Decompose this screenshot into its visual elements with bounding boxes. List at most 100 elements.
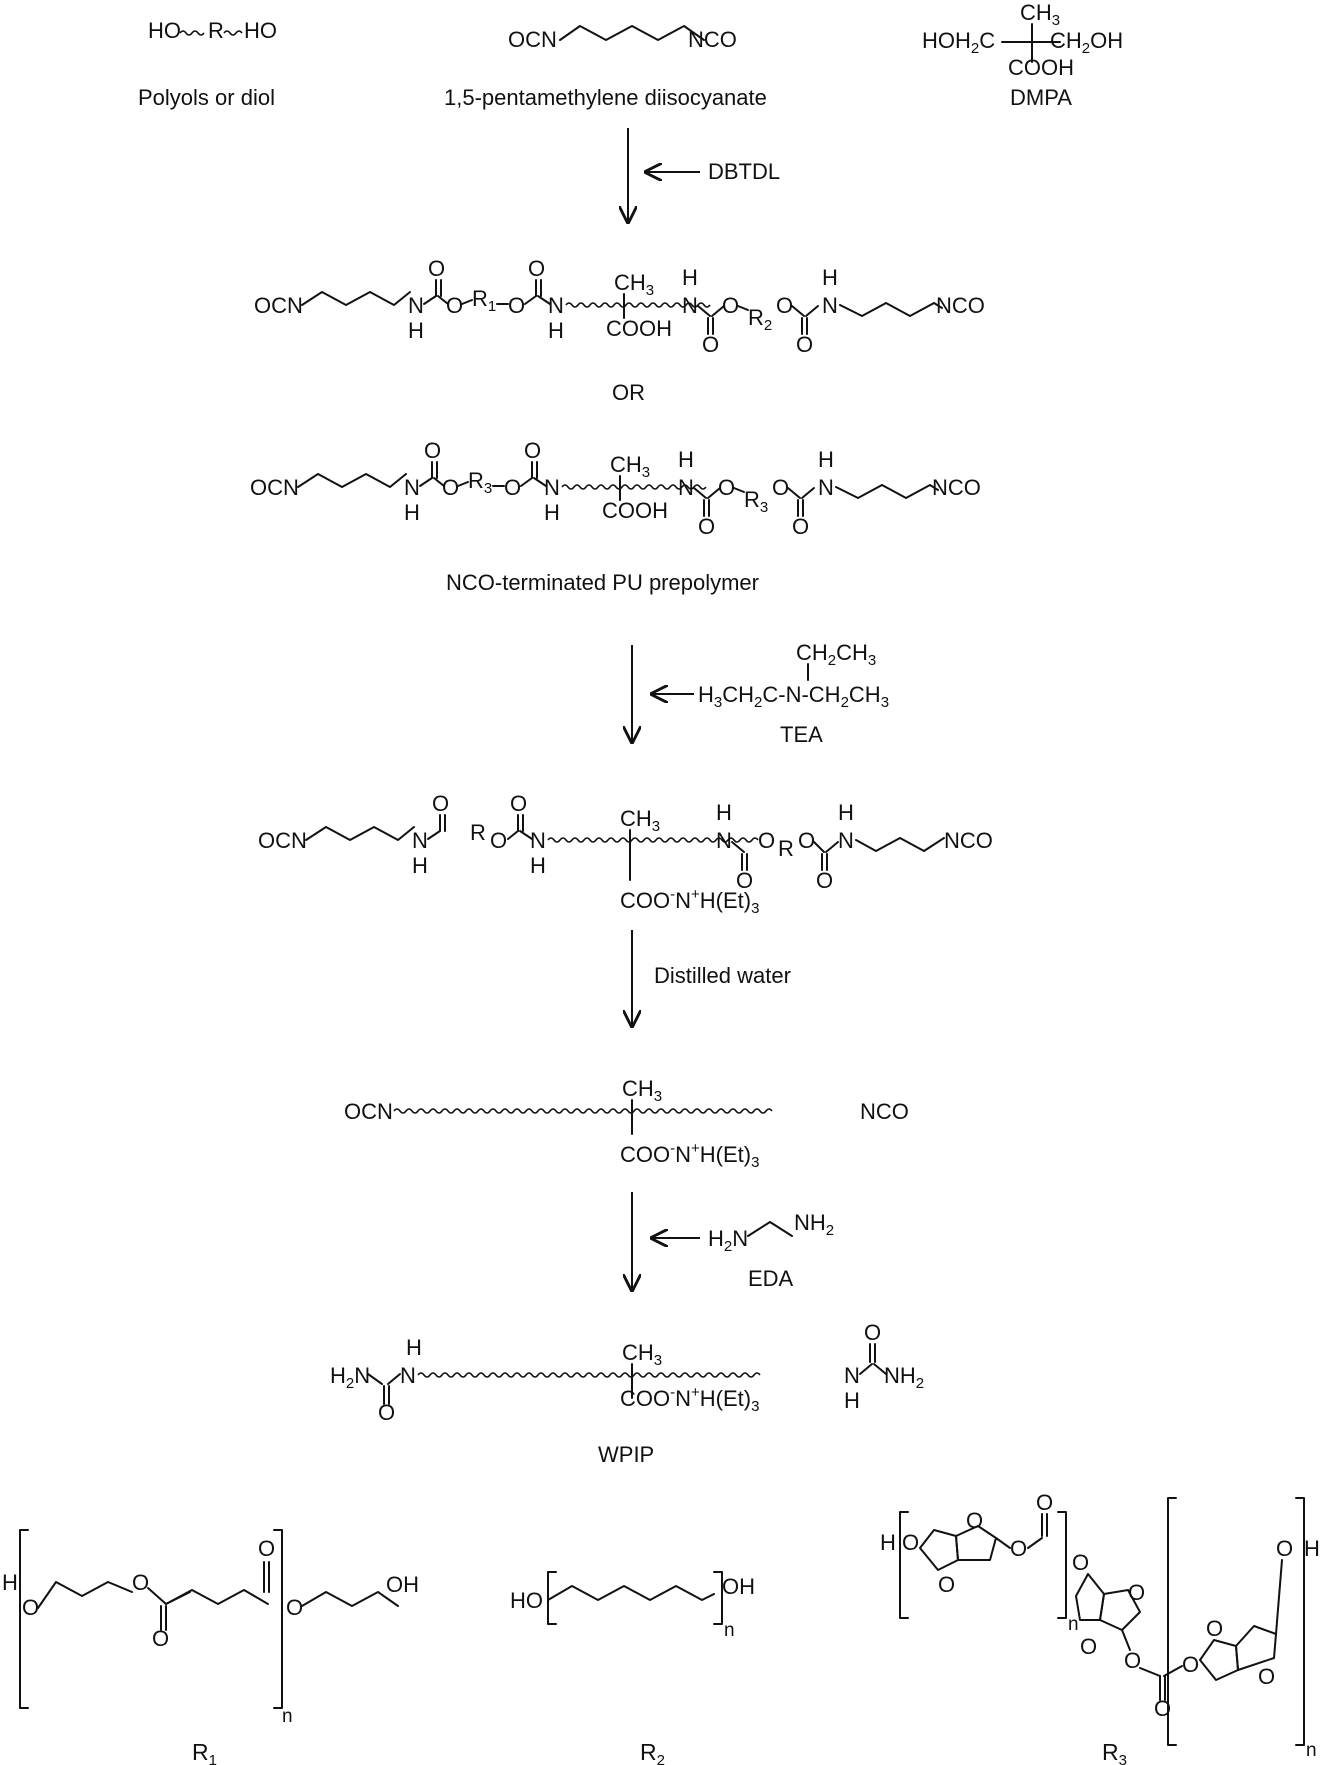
step4-arrow: H2N NH2 EDA bbox=[632, 1192, 834, 1291]
svg-text:H: H bbox=[544, 500, 560, 525]
svg-text:O: O bbox=[736, 868, 753, 893]
svg-text:H: H bbox=[838, 800, 854, 825]
svg-text:COOH: COOH bbox=[606, 316, 672, 341]
svg-text:COOH: COOH bbox=[602, 498, 668, 523]
svg-text:O: O bbox=[378, 1400, 395, 1425]
svg-text:H2N: H2N bbox=[330, 1363, 370, 1392]
svg-text:O: O bbox=[504, 475, 521, 500]
water-label: Distilled water bbox=[654, 963, 791, 988]
svg-text:N: N bbox=[838, 828, 854, 853]
svg-text:NCO: NCO bbox=[932, 475, 981, 500]
diol-structure: HO R HO Polyols or diol bbox=[138, 18, 277, 110]
svg-text:H: H bbox=[818, 447, 834, 472]
svg-text:O: O bbox=[722, 293, 739, 318]
dmpa-caption: DMPA bbox=[1010, 85, 1072, 110]
svg-text:R1: R1 bbox=[192, 1739, 217, 1765]
svg-text:O: O bbox=[816, 868, 833, 893]
svg-text:HO: HO bbox=[148, 18, 181, 43]
svg-text:R3: R3 bbox=[1102, 1739, 1127, 1765]
svg-text:OCN: OCN bbox=[344, 1099, 393, 1124]
svg-text:O: O bbox=[1010, 1536, 1027, 1561]
svg-text:n: n bbox=[1068, 1614, 1079, 1635]
svg-text:COO-N+H(Et)3: COO-N+H(Et)3 bbox=[620, 886, 759, 917]
svg-text:NCO: NCO bbox=[860, 1099, 909, 1124]
svg-text:CH3: CH3 bbox=[614, 270, 654, 299]
svg-text:H: H bbox=[2, 1570, 18, 1595]
svg-text:O: O bbox=[718, 475, 735, 500]
svg-text:N: N bbox=[822, 293, 838, 318]
svg-text:R1: R1 bbox=[472, 286, 496, 315]
svg-text:CH3: CH3 bbox=[1020, 0, 1060, 29]
svg-text:CH2OH: CH2OH bbox=[1050, 28, 1123, 57]
svg-text:H: H bbox=[716, 800, 732, 825]
svg-text:O: O bbox=[508, 293, 525, 318]
svg-text:O: O bbox=[446, 293, 463, 318]
svg-text:R2: R2 bbox=[748, 305, 772, 334]
svg-text:O: O bbox=[772, 475, 789, 500]
svg-text:N: N bbox=[818, 475, 834, 500]
svg-text:NH2: NH2 bbox=[884, 1363, 924, 1392]
step3-arrow: Distilled water bbox=[632, 930, 791, 1026]
svg-text:O: O bbox=[286, 1595, 303, 1620]
svg-text:COO-N+H(Et)3: COO-N+H(Et)3 bbox=[620, 1140, 759, 1171]
svg-text:R: R bbox=[470, 820, 486, 845]
svg-text:N: N bbox=[412, 828, 428, 853]
svg-text:O: O bbox=[864, 1320, 881, 1345]
svg-text:H: H bbox=[678, 447, 694, 472]
svg-text:OH: OH bbox=[722, 1574, 755, 1599]
svg-text:R3: R3 bbox=[468, 468, 492, 497]
svg-text:O: O bbox=[776, 293, 793, 318]
dispersed-chain: OCN NCO CH3 COO-N+H(Et)3 bbox=[344, 1076, 909, 1171]
pdi-caption: 1,5-pentamethylene diisocyanate bbox=[444, 85, 767, 110]
svg-text:O: O bbox=[424, 438, 441, 463]
svg-text:N: N bbox=[844, 1363, 860, 1388]
dmpa-structure: CH3 HOH2C CH2OH COOH DMPA bbox=[922, 0, 1123, 110]
step2-arrow: CH2CH3 H3CH2C-N-CH2CH3 TEA bbox=[632, 640, 889, 747]
svg-text:O: O bbox=[152, 1626, 169, 1651]
svg-text:H: H bbox=[406, 1335, 422, 1360]
diol-caption: Polyols or diol bbox=[138, 85, 275, 110]
svg-text:O: O bbox=[528, 256, 545, 281]
svg-text:O: O bbox=[132, 1570, 149, 1595]
r1-segment: H O O O O n O OH R1 bbox=[2, 1529, 419, 1765]
svg-text:H: H bbox=[530, 853, 546, 878]
svg-text:O: O bbox=[1276, 1536, 1293, 1561]
svg-text:H: H bbox=[822, 265, 838, 290]
svg-text:N: N bbox=[400, 1363, 416, 1388]
svg-text:n: n bbox=[724, 1620, 735, 1641]
tea-caption: TEA bbox=[780, 722, 823, 747]
svg-text:OCN: OCN bbox=[508, 27, 557, 52]
svg-text:CH3: CH3 bbox=[620, 806, 660, 835]
svg-text:H2N: H2N bbox=[708, 1226, 748, 1255]
svg-text:O: O bbox=[428, 256, 445, 281]
svg-text:O: O bbox=[1080, 1634, 1097, 1659]
svg-text:HO: HO bbox=[244, 18, 277, 43]
svg-text:COO-N+H(Et)3: COO-N+H(Et)3 bbox=[620, 1384, 759, 1415]
svg-text:H: H bbox=[880, 1530, 896, 1555]
svg-text:O: O bbox=[702, 332, 719, 357]
svg-text:n: n bbox=[282, 1706, 293, 1727]
r3-segment: H O O O O O n O O O O O O O O O H n bbox=[880, 1490, 1320, 1765]
svg-text:CH2CH3: CH2CH3 bbox=[796, 640, 876, 669]
svg-text:H: H bbox=[682, 265, 698, 290]
svg-text:O: O bbox=[1182, 1652, 1199, 1677]
svg-text:H: H bbox=[1304, 1536, 1320, 1561]
r2-segment: HO n OH R2 bbox=[510, 1571, 755, 1765]
svg-text:CH3: CH3 bbox=[610, 452, 650, 481]
svg-text:O: O bbox=[524, 438, 541, 463]
svg-text:NCO: NCO bbox=[944, 828, 993, 853]
svg-text:NCO: NCO bbox=[688, 27, 737, 52]
svg-text:N: N bbox=[408, 293, 424, 318]
svg-text:N: N bbox=[530, 828, 546, 853]
svg-text:O: O bbox=[442, 475, 459, 500]
neutralized-prepolymer: OCN N H O R O O N H CH3 COO-N+H(Et)3 H N… bbox=[258, 791, 993, 917]
svg-text:O: O bbox=[1206, 1616, 1223, 1641]
svg-text:N: N bbox=[716, 828, 732, 853]
svg-text:H: H bbox=[404, 500, 420, 525]
svg-text:O: O bbox=[938, 1572, 955, 1597]
or-label: OR bbox=[612, 380, 645, 405]
svg-text:N: N bbox=[678, 475, 694, 500]
step1-arrow: DBTDL bbox=[628, 128, 780, 222]
svg-text:O: O bbox=[22, 1595, 39, 1620]
svg-text:R3: R3 bbox=[744, 487, 768, 516]
